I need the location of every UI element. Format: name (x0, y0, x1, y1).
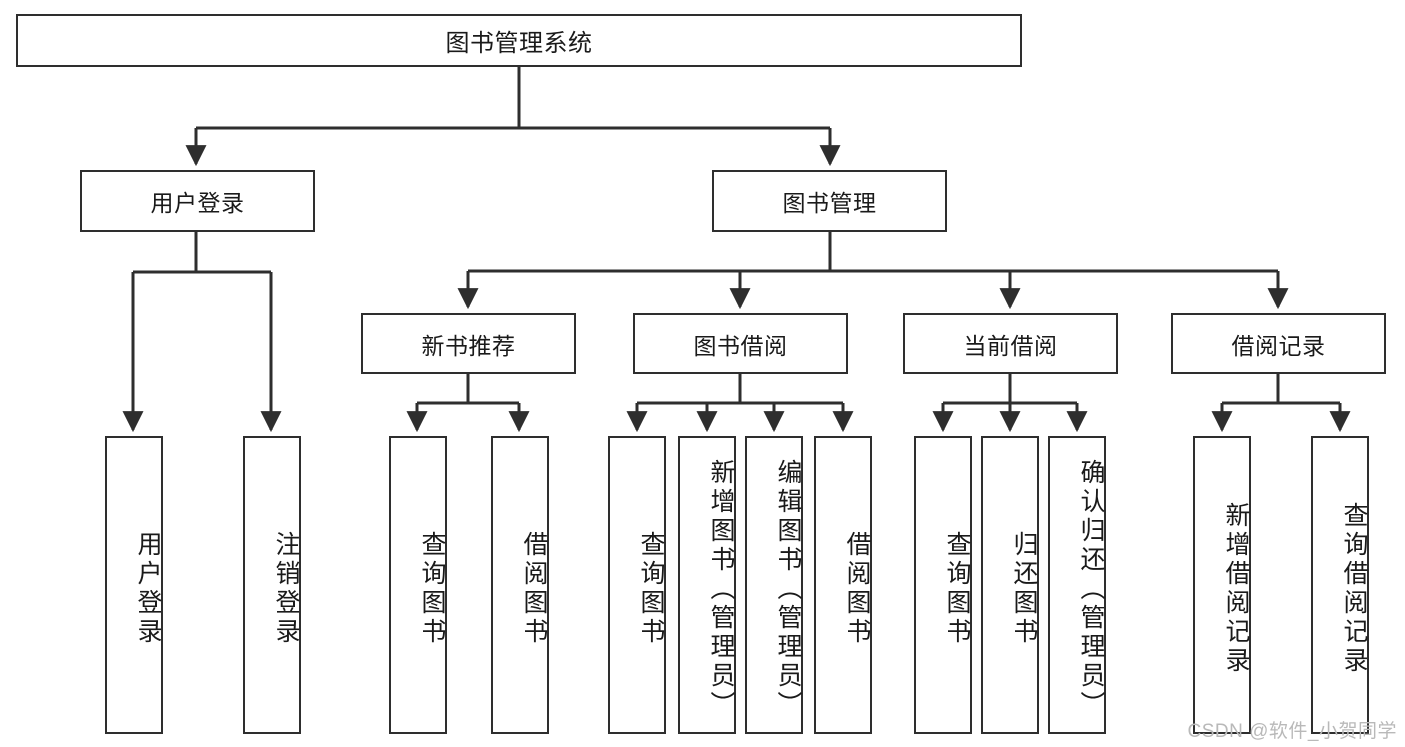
node-leaf-add-record[interactable]: 新增借阅记录 (1193, 436, 1251, 734)
node-label: 确认归还（管理员） (1077, 458, 1105, 720)
csdn-watermark: CSDN @软件_小贺同学 (1187, 721, 1397, 742)
node-label: 查询借阅记录 (1340, 502, 1368, 676)
node-label: 查询图书 (418, 531, 446, 647)
node-label: 用户登录 (134, 531, 162, 647)
node-label: 图书借阅 (693, 332, 788, 359)
node-user-login[interactable]: 用户登录 (80, 170, 315, 232)
node-leaf-borrow-book-2[interactable]: 借阅图书 (814, 436, 872, 734)
node-label: 图书管理 (782, 190, 877, 216)
node-leaf-user-login[interactable]: 用户登录 (105, 436, 163, 734)
node-leaf-query-book-2[interactable]: 查询图书 (608, 436, 666, 734)
node-leaf-borrow-book-1[interactable]: 借阅图书 (491, 436, 549, 734)
node-label: 归还图书 (1010, 531, 1038, 647)
node-label: 新增图书（管理员） (707, 458, 735, 720)
node-label: 当前借阅 (963, 332, 1058, 359)
node-label: 图书管理系统 (445, 30, 593, 57)
node-book-management[interactable]: 图书管理 (712, 170, 947, 232)
node-leaf-return-book[interactable]: 归还图书 (981, 436, 1039, 734)
node-label: 借阅图书 (843, 531, 871, 647)
node-label: 查询图书 (943, 531, 971, 647)
node-leaf-confirm-return[interactable]: 确认归还（管理员） (1048, 436, 1106, 734)
node-label: 用户登录 (150, 190, 245, 216)
node-root-system[interactable]: 图书管理系统 (16, 14, 1022, 67)
node-label: 新增借阅记录 (1222, 502, 1250, 676)
node-leaf-query-book-1[interactable]: 查询图书 (389, 436, 447, 734)
node-leaf-add-book[interactable]: 新增图书（管理员） (678, 436, 736, 734)
node-label: 查询图书 (637, 531, 665, 647)
node-leaf-logout-login[interactable]: 注销登录 (243, 436, 301, 734)
node-current-borrow[interactable]: 当前借阅 (903, 313, 1118, 374)
node-label: 借阅记录 (1231, 332, 1326, 359)
node-label: 新书推荐 (421, 332, 516, 359)
node-label: 借阅图书 (520, 531, 548, 647)
node-new-book-recommend[interactable]: 新书推荐 (361, 313, 576, 374)
node-leaf-query-book-3[interactable]: 查询图书 (914, 436, 972, 734)
node-book-borrow[interactable]: 图书借阅 (633, 313, 848, 374)
node-label: 注销登录 (272, 531, 300, 647)
node-leaf-query-record[interactable]: 查询借阅记录 (1311, 436, 1369, 734)
node-borrow-record[interactable]: 借阅记录 (1171, 313, 1386, 374)
node-label: 编辑图书（管理员） (774, 458, 802, 720)
node-leaf-edit-book[interactable]: 编辑图书（管理员） (745, 436, 803, 734)
